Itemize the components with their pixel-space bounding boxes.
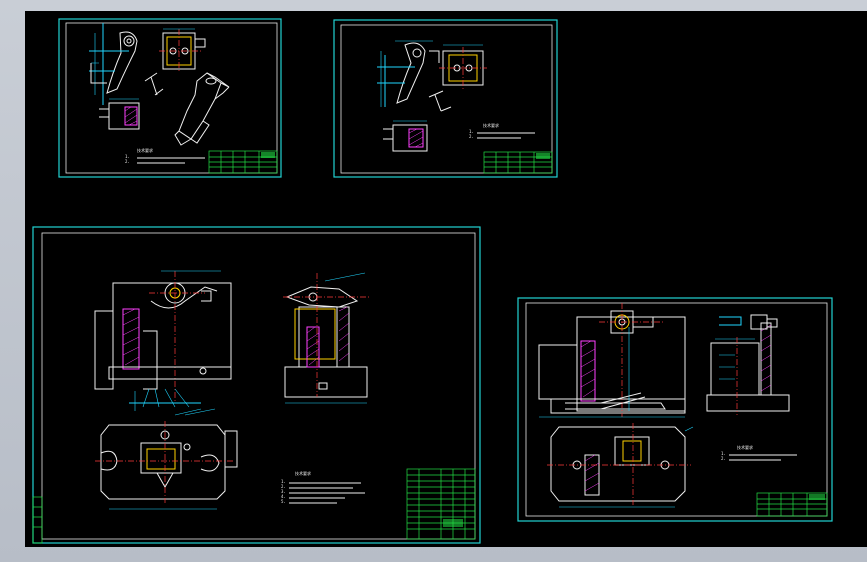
sheet-2-tech-title: 技术要求	[483, 122, 499, 128]
cad-drawing-canvas[interactable]: 技术要求 1. 2.	[25, 11, 867, 547]
sheet-1-title-block	[208, 150, 278, 174]
sheet-2[interactable]: 技术要求 1. 2.	[333, 19, 558, 178]
sheet-3-tech-line-1: 1.	[281, 479, 286, 484]
sheet-3[interactable]: 技术要求 1. 2. 3. 4. 5.	[32, 226, 481, 544]
sheet-3-top-view	[95, 408, 238, 510]
sheet-3-front-view	[94, 270, 232, 411]
sheet-4-tech-title: 技术要求	[737, 444, 753, 450]
sheet-4-side-view	[706, 314, 790, 415]
sheet-1-tech-title: 技术要求	[137, 147, 153, 153]
cad-drawing-viewport[interactable]: 技术要求 1. 2.	[25, 11, 867, 547]
sheet-2-block-view	[439, 44, 487, 89]
sheet-1-tech-line-2: 2.	[125, 159, 130, 164]
sheet-4[interactable]: 技术要求 1. 2.	[517, 297, 833, 522]
sheet-4-border	[517, 297, 833, 522]
sheet-3-tech-line-2: 2.	[281, 484, 286, 489]
sheet-1-tech-notes: 技术要求 1. 2.	[125, 147, 205, 164]
sheet-1-tee-symbol	[144, 72, 164, 96]
sheet-2-title-block	[483, 151, 553, 174]
sheet-4-tech-line-1: 1.	[721, 451, 726, 456]
sheet-4-title-block	[756, 492, 828, 517]
sheet-3-side-strip	[32, 496, 43, 544]
sheet-2-frame	[340, 24, 553, 174]
sheet-1-block-view	[159, 28, 206, 73]
sheet-3-tech-line-4: 4.	[281, 494, 286, 499]
sheet-1-tech-line-1: 1.	[125, 154, 130, 159]
sheet-1-isometric-view	[174, 72, 230, 146]
sheet-3-side-view	[283, 272, 369, 404]
sheet-3-tech-title: 技术要求	[295, 470, 311, 476]
sheet-3-tech-line-3: 3.	[281, 489, 286, 494]
sheet-2-tech-line-2: 2.	[469, 134, 474, 139]
sheet-2-border	[333, 19, 558, 178]
sheet-2-tech-notes: 技术要求 1. 2.	[469, 122, 535, 139]
sheet-4-tech-notes: 技术要求 1. 2.	[721, 444, 797, 461]
sheet-2-bracket-view	[383, 120, 428, 152]
sheet-3-tech-line-5: 5.	[281, 499, 286, 504]
sheet-1-hook-view	[89, 23, 138, 105]
sheet-2-tee-symbol	[428, 90, 452, 112]
sheet-2-hook-view	[377, 40, 440, 107]
sheet-1-border	[58, 18, 282, 178]
sheet-4-tech-line-2: 2.	[721, 456, 726, 461]
sheet-3-title-block	[406, 468, 476, 540]
sheet-4-frame	[525, 302, 828, 517]
sheet-4-front-view	[538, 303, 686, 418]
sheet-3-border	[32, 226, 481, 544]
sheet-3-tech-notes: 技术要求 1. 2. 3. 4. 5.	[281, 470, 365, 504]
sheet-4-top-view	[547, 423, 694, 508]
sheet-1[interactable]: 技术要求 1. 2.	[58, 18, 282, 178]
sheet-3-frame	[41, 232, 476, 540]
sheet-1-bracket-view	[99, 98, 140, 130]
sheet-2-tech-line-1: 1.	[469, 129, 474, 134]
sheet-1-frame	[65, 22, 278, 174]
